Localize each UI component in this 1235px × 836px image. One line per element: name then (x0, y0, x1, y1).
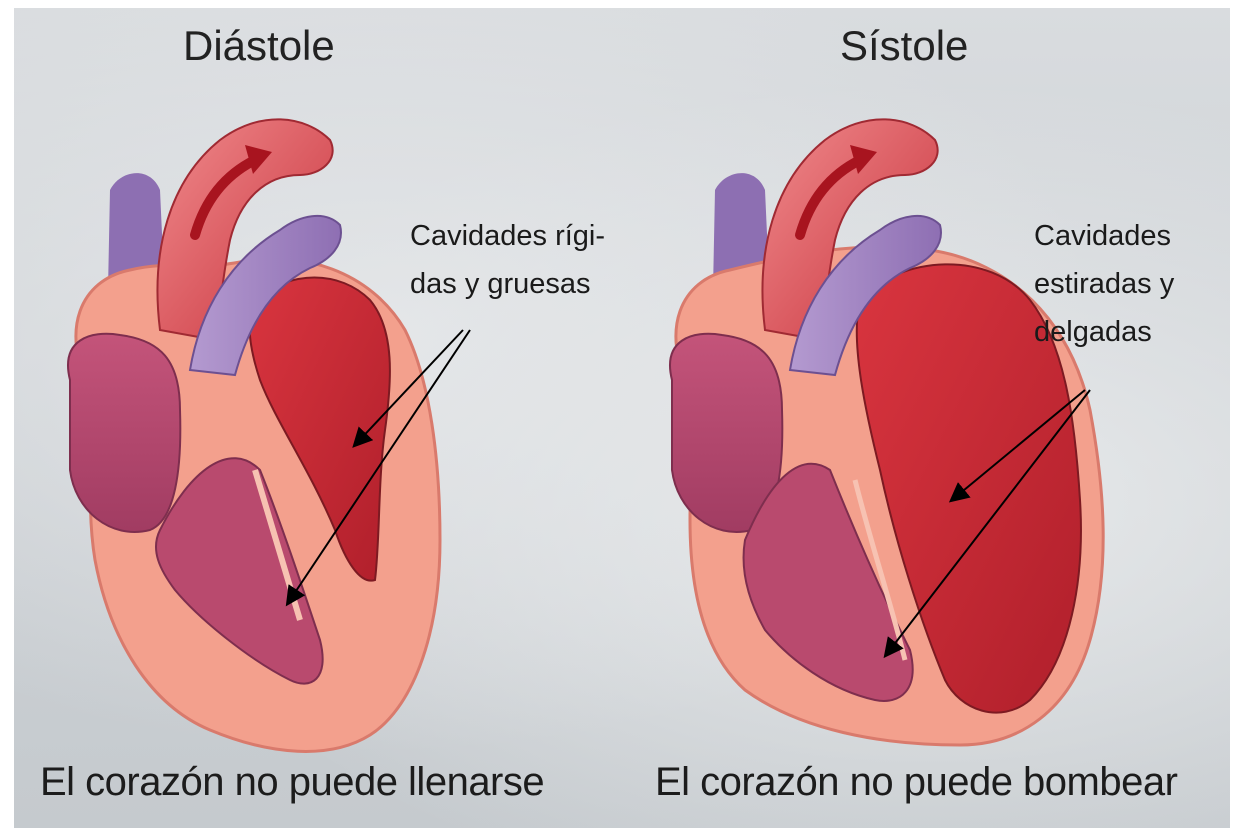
left-heart (68, 119, 440, 751)
diastole-label-line-1: Cavidades rígi- (410, 212, 605, 260)
systole-label-line-3: delgadas (1034, 308, 1174, 356)
diastole-title: Diástole (183, 22, 335, 70)
systole-label: Cavidades estiradas y delgadas (1034, 212, 1174, 356)
diastole-label-line-2: das y gruesas (410, 260, 605, 308)
systole-caption: El corazón no puede bombear (655, 760, 1177, 805)
systole-label-line-2: estiradas y (1034, 260, 1174, 308)
diastole-label: Cavidades rígi- das y gruesas (410, 212, 605, 308)
systole-title: Sístole (840, 22, 968, 70)
systole-label-line-1: Cavidades (1034, 212, 1174, 260)
left-right-atrium (68, 334, 180, 532)
diastole-caption: El corazón no puede llenarse (40, 760, 544, 805)
